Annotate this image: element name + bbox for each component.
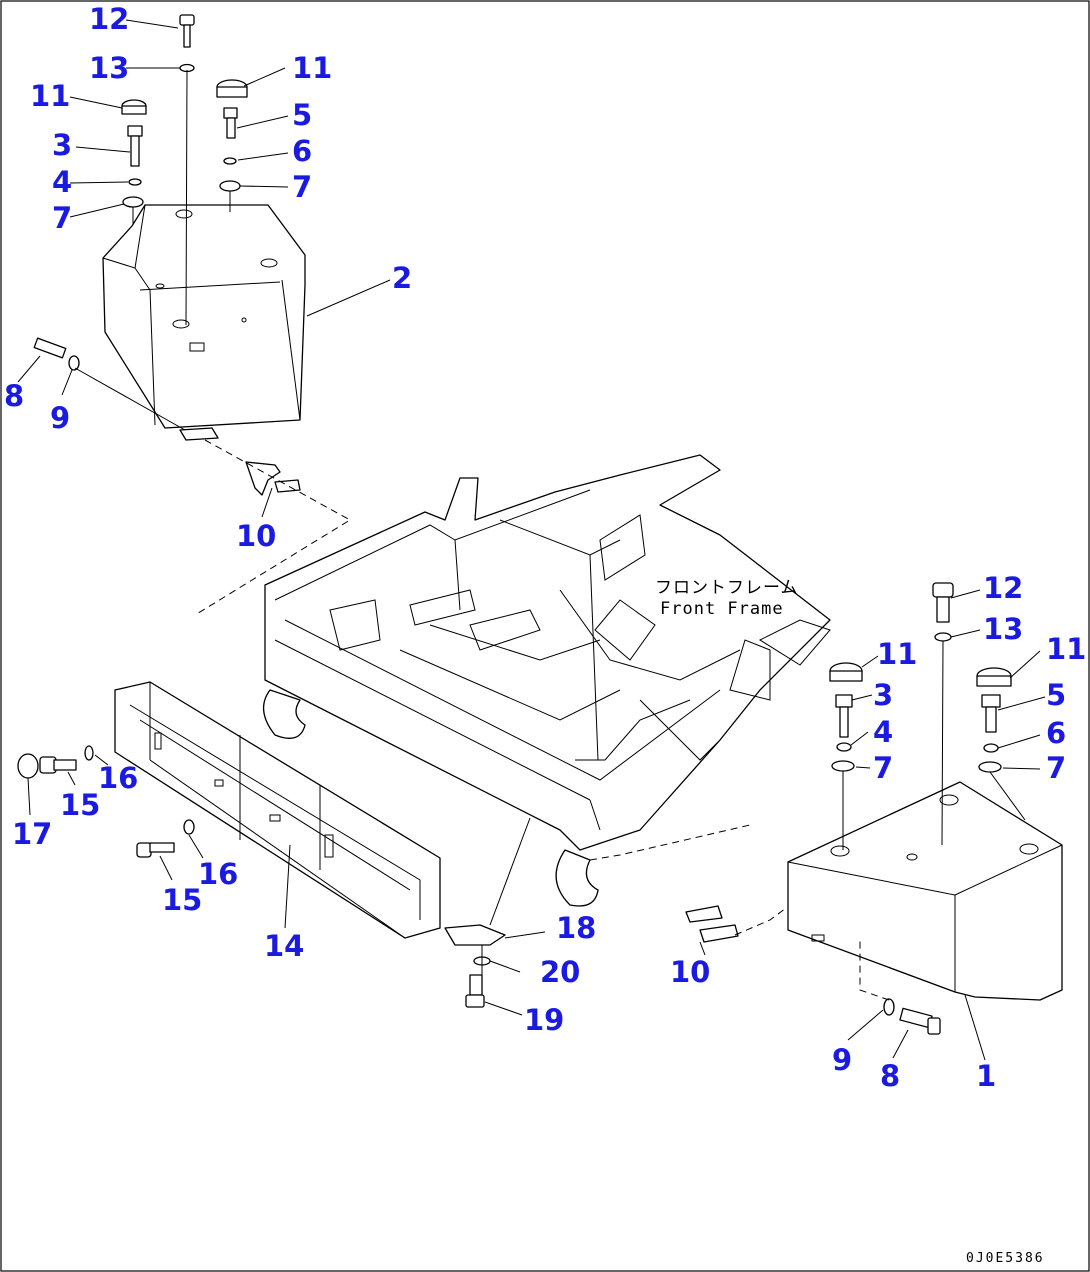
callout-13: 13 bbox=[89, 51, 129, 85]
callout-15: 15 bbox=[60, 788, 100, 822]
callout-16: 16 bbox=[198, 857, 238, 891]
callout-11: 11 bbox=[292, 51, 332, 85]
leader-lines bbox=[17, 19, 1046, 1061]
callout-5: 5 bbox=[1046, 678, 1066, 712]
callout-10: 10 bbox=[236, 519, 276, 553]
callout-18: 18 bbox=[556, 911, 596, 945]
callout-10: 10 bbox=[670, 955, 710, 989]
callout-15: 15 bbox=[162, 883, 202, 917]
callout-3: 3 bbox=[873, 678, 893, 712]
frame-label-en: Front Frame bbox=[660, 599, 784, 619]
bracket-10-lower bbox=[589, 824, 851, 943]
callout-16: 16 bbox=[98, 761, 138, 795]
front-frame bbox=[263, 454, 831, 907]
callout-8: 8 bbox=[880, 1059, 900, 1093]
callout-11: 11 bbox=[1046, 632, 1086, 666]
callout-1: 1 bbox=[976, 1059, 996, 1093]
drawing-code: 0J0E5386 bbox=[966, 1251, 1045, 1266]
hardware-cover bbox=[17, 745, 195, 858]
callout-5: 5 bbox=[292, 98, 312, 132]
callout-12: 12 bbox=[89, 2, 129, 36]
callout-3: 3 bbox=[52, 128, 72, 162]
callout-4: 4 bbox=[873, 715, 893, 749]
hardware-18-20 bbox=[444, 817, 531, 1008]
callout-2: 2 bbox=[392, 261, 412, 295]
callout-19: 19 bbox=[524, 1003, 564, 1037]
callout-7: 7 bbox=[52, 201, 72, 235]
bracket-10-upper bbox=[179, 427, 351, 616]
callout-9: 9 bbox=[832, 1043, 852, 1077]
callout-labels: 12 13 11 11 5 3 6 4 7 7 2 8 9 10 12 13 1… bbox=[4, 2, 1086, 1093]
callout-14: 14 bbox=[264, 929, 304, 963]
callout-11: 11 bbox=[30, 79, 70, 113]
callout-8: 8 bbox=[4, 379, 24, 413]
counterweight-1 bbox=[787, 781, 1063, 1001]
callout-4: 4 bbox=[52, 165, 72, 199]
frame-label-jp: フロントフレーム bbox=[655, 578, 799, 598]
callout-13: 13 bbox=[983, 612, 1023, 646]
callout-12: 12 bbox=[983, 571, 1023, 605]
callout-17: 17 bbox=[12, 817, 52, 851]
callout-6: 6 bbox=[1046, 716, 1066, 750]
callout-20: 20 bbox=[540, 955, 580, 989]
callout-6: 6 bbox=[292, 134, 312, 168]
callout-9: 9 bbox=[50, 401, 70, 435]
callout-11: 11 bbox=[877, 637, 917, 671]
cover-14 bbox=[114, 681, 441, 939]
callout-7: 7 bbox=[292, 170, 312, 204]
hardware-left bbox=[33, 14, 248, 371]
counterweight-2 bbox=[102, 204, 306, 429]
callout-7: 7 bbox=[1046, 751, 1066, 785]
callout-7: 7 bbox=[873, 751, 893, 785]
